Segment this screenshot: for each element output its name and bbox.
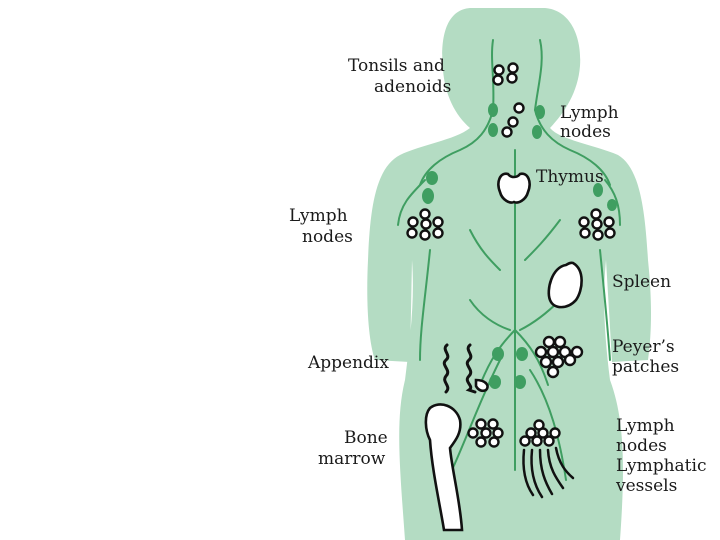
label-bone-line1: Bone [344,428,388,448]
leg-lymphatic-vessels [522,446,575,499]
label-bone-line2: marrow [318,449,386,469]
label-thymus: Thymus [536,167,604,187]
groin-node-cluster-right [519,419,561,447]
axillary-node-cluster-right [578,208,616,241]
appendix-organ [442,343,489,394]
label-groin-line3: Lymphatic [616,456,706,476]
label-groin-line1: Lymph [616,416,675,436]
label-axilla-nodes-line1: Lymph [289,206,348,226]
label-appendix: Appendix [307,353,389,373]
label-neck-nodes-line1: Lymph [560,103,619,123]
peyers-patches-cluster [534,335,584,379]
label-tonsils-line1: Tonsils and [348,56,445,76]
label-groin-line2: nodes [616,436,667,456]
labels: Tonsils and adenoids Lymph nodes Thymus … [289,56,706,496]
bone-marrow-femur [424,403,464,532]
groin-node-cluster-left [467,418,504,448]
lymph-node-dots [422,103,617,389]
thymus-organ [497,172,531,204]
label-axilla-nodes-line2: nodes [302,227,353,247]
label-groin-line4: vessels [615,476,677,496]
label-peyers-line1: Peyer’s [612,337,675,357]
label-tonsils-line2: adenoids [374,77,451,97]
label-peyers-line2: patches [612,357,679,377]
spleen-organ [547,261,583,309]
label-spleen: Spleen [612,272,671,292]
tonsils-adenoids-rings [492,62,525,138]
axillary-node-cluster-left [406,208,444,241]
label-neck-nodes-line2: nodes [560,122,611,142]
